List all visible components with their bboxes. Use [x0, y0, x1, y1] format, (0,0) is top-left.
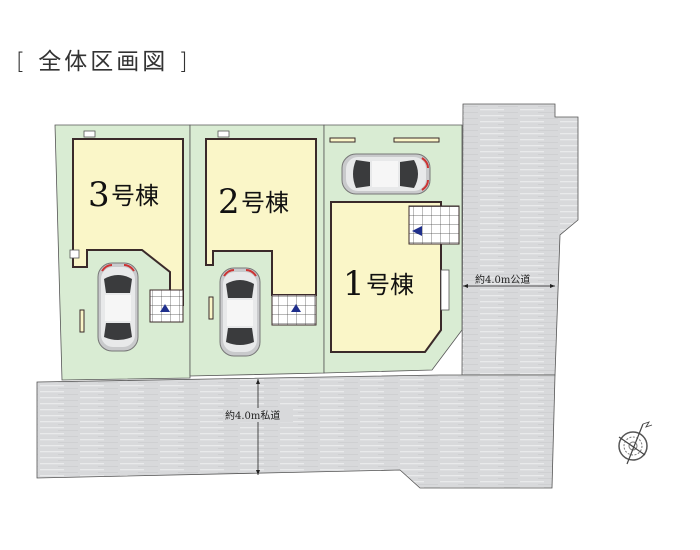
building-2	[205, 138, 317, 296]
svg-text:号棟: 号棟	[241, 189, 289, 217]
svg-text:2: 2	[218, 182, 240, 222]
car-1	[341, 153, 431, 195]
north-arrow-compass-icon	[618, 421, 653, 465]
label-building-1: 1 号棟	[343, 264, 414, 304]
private-road	[36, 374, 556, 489]
label-building-3: 3 号棟	[88, 175, 159, 215]
building-3	[72, 138, 184, 306]
car-3	[97, 262, 139, 352]
car-2	[219, 267, 261, 357]
entrance-arrow-3	[160, 304, 170, 312]
page-title: [ 全体区画図 ]	[16, 49, 191, 75]
public-road	[461, 103, 579, 376]
entrance-arrow-2	[291, 304, 301, 312]
svg-text:約4.0m公道: 約4.0m公道	[475, 273, 530, 286]
entrance-arrow-1	[412, 226, 422, 236]
svg-text:約4.0m私道: 約4.0m私道	[225, 409, 280, 422]
private-road-dimension: 約4.0m私道	[223, 379, 293, 475]
public-road-dimension: 約4.0m公道	[463, 273, 555, 288]
svg-text:号棟: 号棟	[366, 271, 414, 299]
svg-text:3: 3	[88, 175, 110, 215]
label-building-2: 2 号棟	[218, 182, 289, 222]
svg-text:号棟: 号棟	[111, 182, 159, 210]
svg-text:1: 1	[343, 264, 365, 304]
